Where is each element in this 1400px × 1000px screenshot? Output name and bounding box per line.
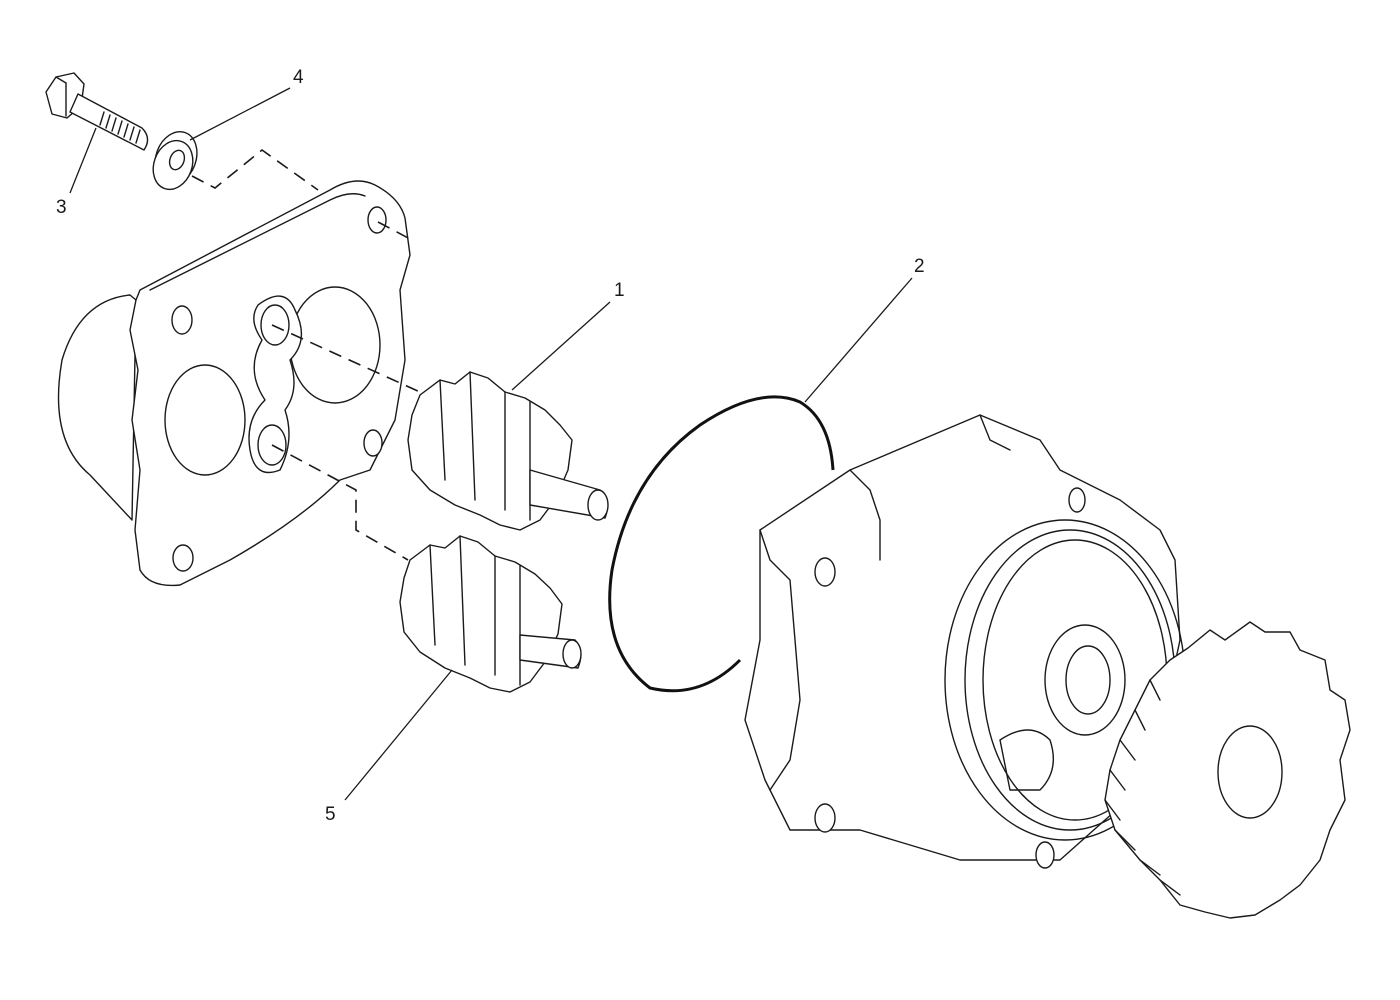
callout-1: 1 [614, 280, 625, 301]
bolt [45, 72, 149, 151]
alignment-lines [191, 148, 421, 561]
leader-lines [69, 87, 913, 801]
driven-spur-gear [1104, 621, 1351, 919]
drive-gear [407, 371, 609, 531]
callout-labels: 1 2 3 4 5 [56, 67, 925, 825]
washer [152, 131, 198, 191]
callout-4: 4 [293, 67, 304, 88]
pump-body [744, 414, 1186, 869]
o-ring [608, 395, 835, 693]
callout-5: 5 [325, 804, 336, 825]
pump-cover [57, 180, 411, 587]
callout-2: 2 [914, 256, 925, 277]
callout-3: 3 [56, 197, 67, 218]
idler-gear [399, 535, 582, 693]
